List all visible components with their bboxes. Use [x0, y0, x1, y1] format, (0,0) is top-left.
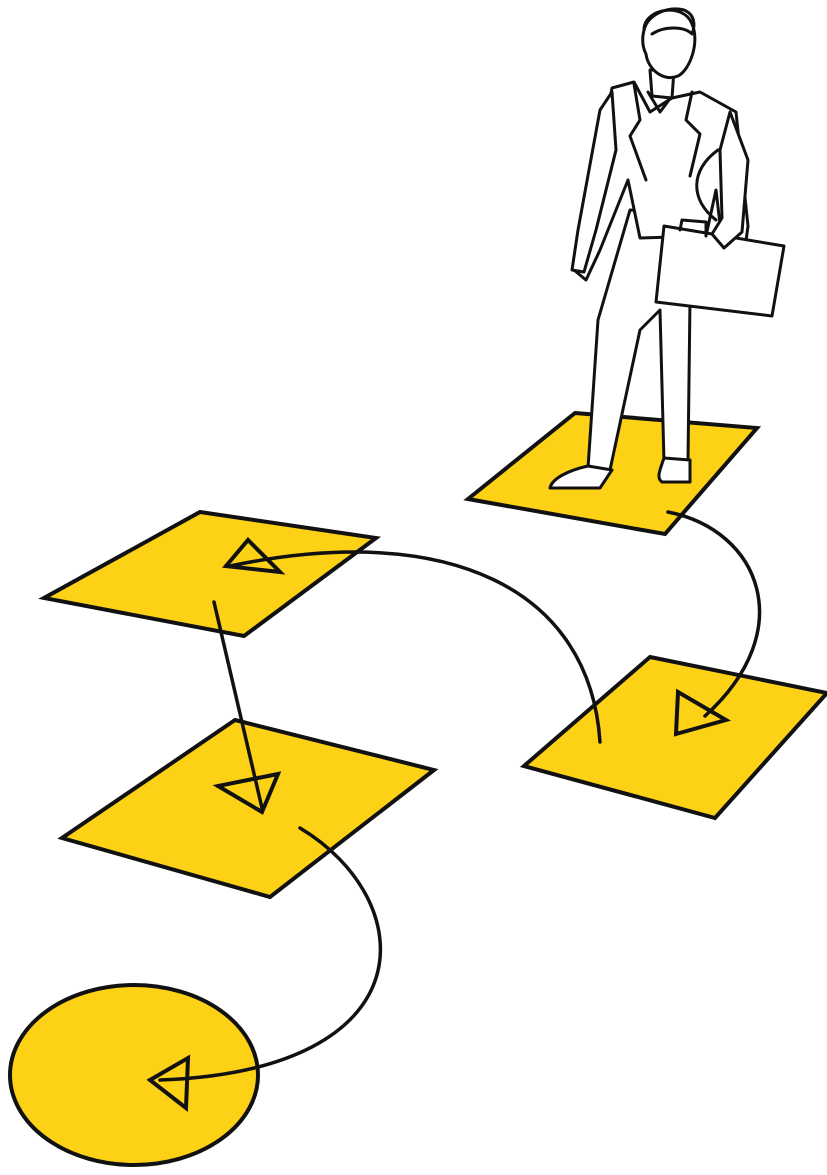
- right-shoe: [659, 458, 690, 482]
- plate-right: [524, 657, 827, 818]
- plate-upper-left: [44, 512, 376, 636]
